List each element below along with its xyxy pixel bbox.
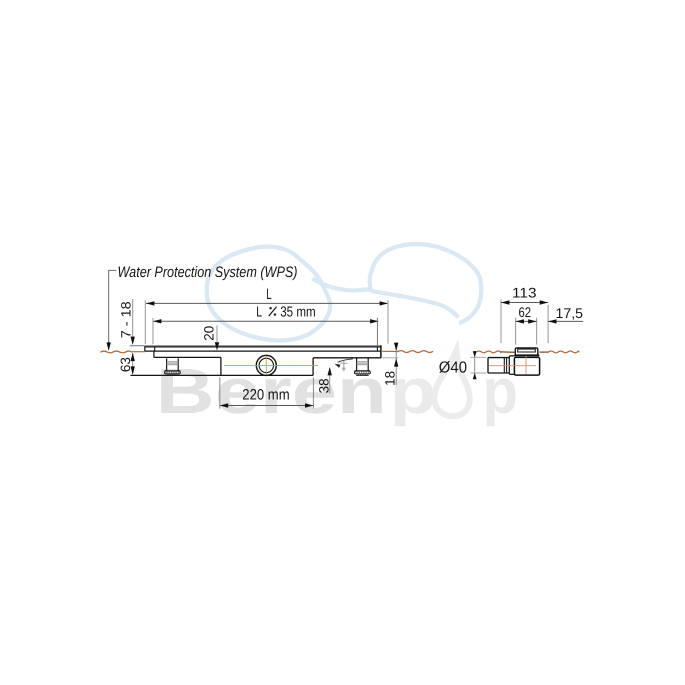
svg-text:63: 63 — [118, 357, 133, 372]
svg-text:113: 113 — [512, 284, 537, 300]
svg-text:18: 18 — [383, 371, 398, 386]
svg-text:20: 20 — [202, 326, 217, 341]
svg-text:Water Protection System (WPS): Water Protection System (WPS) — [118, 264, 298, 281]
svg-text:L: L — [266, 286, 271, 303]
svg-text:7 - 18: 7 - 18 — [118, 301, 133, 338]
svg-text:Beren: Beren — [156, 355, 387, 427]
svg-text:35 mm: 35 mm — [280, 305, 316, 321]
svg-text:Ø40: Ø40 — [439, 360, 467, 377]
svg-text:220 mm: 220 mm — [242, 386, 289, 403]
svg-text:17,5: 17,5 — [556, 305, 584, 321]
svg-text:p: p — [390, 355, 437, 427]
svg-text:62: 62 — [519, 304, 532, 320]
svg-text:L: L — [256, 305, 262, 321]
svg-text:38: 38 — [316, 378, 331, 393]
